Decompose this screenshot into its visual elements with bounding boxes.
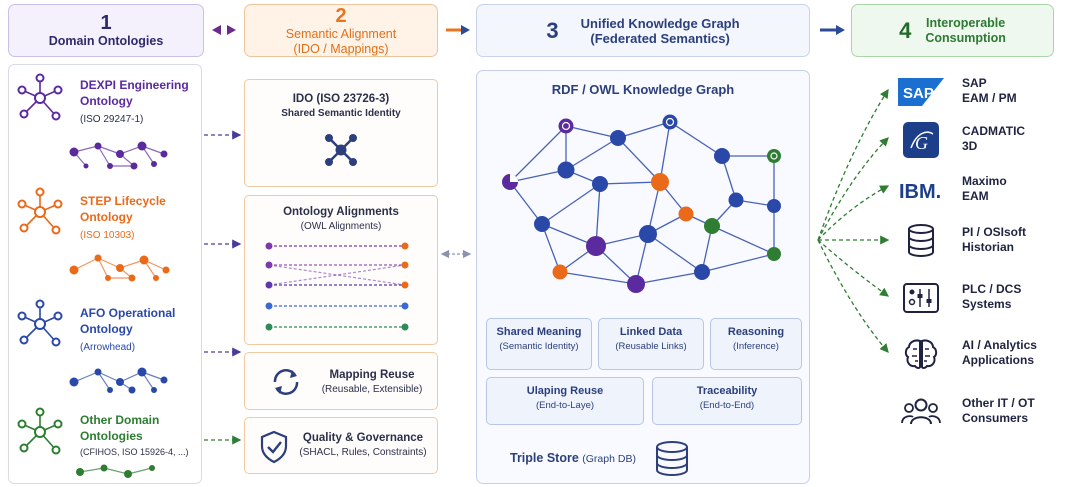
kg-title: RDF / OWL Knowledge Graph <box>551 82 735 97</box>
header-title-line1: Interoperable <box>926 15 1006 30</box>
sap-logo-icon: SAP <box>898 72 944 112</box>
ido-title: IDO (ISO 23726-3) <box>292 93 390 105</box>
hub-network-icon <box>325 134 357 166</box>
header-title-line2: Consumption <box>925 30 1006 45</box>
arrow-1-to-2 <box>212 25 236 35</box>
step-number: 3 <box>546 17 559 43</box>
alignments-title: Ontology Alignments <box>283 206 399 218</box>
refresh-cycle-icon <box>273 369 299 395</box>
ido-subtitle: Shared Semantic Identity <box>281 108 401 119</box>
arrow-2-to-3 <box>446 25 470 35</box>
sap-logo-text: SAP <box>903 85 934 102</box>
quality-subtitle: (SHACL, Rules, Constraints) <box>299 447 427 458</box>
header-domain-ontologies: 1 Domain Ontologies <box>8 4 204 57</box>
network-node-icon <box>17 187 63 235</box>
header-title-line1: Unified Knowledge Graph <box>580 15 740 31</box>
network-node-icon <box>17 299 63 347</box>
database-icon <box>656 441 688 476</box>
feature-mapping-reuse: Ulaping Reuse (End-to-Laye) <box>486 377 644 425</box>
plc-control-icon <box>898 278 944 318</box>
mapping-title: Mapping Reuse <box>329 369 415 381</box>
step-number: 4 <box>899 17 912 43</box>
knowledge-graph-network <box>502 114 781 293</box>
alignments-subtitle: (OWL Alignments) <box>300 221 382 232</box>
ido-box: IDO (ISO 23726-3) Shared Semantic Identi… <box>244 79 438 187</box>
people-group-icon <box>898 392 944 432</box>
header-title-line2: (Federated Semantics) <box>590 30 730 46</box>
mapping-reuse-box: Mapping Reuse (Reusable, Extensible) <box>244 352 438 410</box>
domain-ontologies-panel <box>8 64 202 484</box>
step-number: 2 <box>335 4 347 27</box>
step-number: 1 <box>100 12 112 34</box>
shield-check-icon <box>260 430 288 464</box>
quality-title: Quality & Governance <box>302 432 424 444</box>
cadmatic-logo-text: G <box>915 133 928 153</box>
ibm-logo-icon: IBM. <box>898 170 944 210</box>
cadmatic-logo-icon: G <box>898 120 944 160</box>
header-unified-knowledge-graph: 3 Unified Knowledge Graph (Federated Sem… <box>476 4 810 57</box>
brain-ai-icon <box>898 334 944 374</box>
feature-shared-meaning: Shared Meaning (Semantic Identity) <box>486 318 592 370</box>
network-node-icon <box>17 407 63 455</box>
ontology-standard: (ISO 10303) <box>80 230 135 241</box>
mapping-subtitle: (Reusable, Extensible) <box>321 384 423 395</box>
mini-graph-other <box>76 464 155 478</box>
header-title: Domain Ontologies <box>48 34 164 48</box>
header-title-line1: Semantic Alignment <box>285 26 397 41</box>
network-node-icon <box>17 73 63 121</box>
ontology-standard: (ISO 29247-1) <box>80 114 144 125</box>
ibm-logo-text: IBM. <box>899 181 941 202</box>
header-semantic-alignment: 2 Semantic Alignment (IDO / Mappings) <box>244 4 438 57</box>
feature-reasoning: Reasoning (Inference) <box>710 318 802 370</box>
ontology-standard: (Arrowhead) <box>80 342 136 353</box>
alignment-lines <box>265 242 409 331</box>
ontology-standard: (CFIHOS, ISO 15926-4, ...) <box>80 447 189 457</box>
feature-linked-data: Linked Data (Reusable Links) <box>598 318 704 370</box>
fanout-arrows <box>817 88 890 353</box>
header-interoperable-consumption: 4 Interoperable Consumption <box>851 4 1054 57</box>
feature-traceability: Traceability (End-to-End) <box>652 377 802 425</box>
ontology-alignments-box: Ontology Alignments (OWL Alignments) <box>244 195 438 345</box>
triple-store-label: Triple Store (Graph DB) <box>510 451 636 465</box>
arrow-3-to-4 <box>820 25 845 35</box>
quality-governance-box: Quality & Governance (SHACL, Rules, Cons… <box>244 417 438 474</box>
header-title-line2: (IDO / Mappings) <box>293 41 389 56</box>
mini-graph-step <box>69 254 170 282</box>
database-icon <box>898 221 944 261</box>
mini-graph-afo <box>69 367 168 394</box>
mini-graph-dexpi <box>69 141 168 170</box>
